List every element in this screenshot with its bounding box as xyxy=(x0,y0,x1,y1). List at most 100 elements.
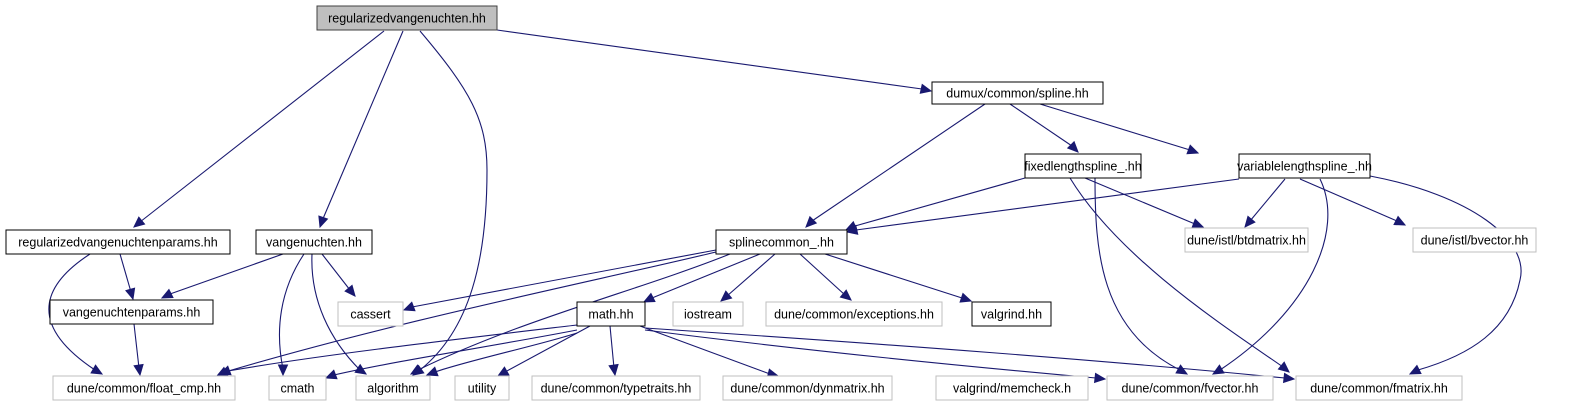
node-box xyxy=(1106,375,1274,401)
edge-regparams-to-floatcmp xyxy=(48,253,104,375)
edge-splinecommon-to-cassert xyxy=(402,249,717,312)
edge-regparams-to-vgparams xyxy=(119,253,136,301)
node-box xyxy=(576,301,646,327)
arrowhead-icon xyxy=(1393,215,1407,226)
edge-line xyxy=(824,253,963,299)
node-box xyxy=(1184,227,1309,253)
node-valgrind[interactable]: valgrind.hh xyxy=(971,301,1052,327)
node-box xyxy=(268,375,327,401)
edge-line xyxy=(333,329,578,376)
arrowhead-icon xyxy=(1211,364,1225,375)
edge-splinecommon-to-math xyxy=(642,253,761,303)
edge-root-to-spline xyxy=(496,29,933,94)
edge-line xyxy=(1249,178,1286,222)
node-dynmatrix: dune/common/dynmatrix.hh xyxy=(722,375,893,401)
edge-spline-to-fixed xyxy=(1009,103,1079,153)
edge-line xyxy=(321,30,404,222)
node-box xyxy=(1412,227,1537,253)
edge-vg-to-cassert xyxy=(321,253,356,297)
node-box xyxy=(355,375,431,401)
edges-layer xyxy=(48,29,1522,384)
edge-math-to-dynmatrix xyxy=(639,325,780,379)
nodes-layer: regularizedvangenuchten.hh dumux/common/s… xyxy=(5,5,1537,401)
node-label: valgrind.hh xyxy=(981,308,1042,322)
edge-splinecommon-to-iostream xyxy=(720,253,776,302)
node-box xyxy=(1295,375,1463,401)
node-variable[interactable]: variablelengthspline_.hh xyxy=(1237,153,1372,179)
arrowhead-icon xyxy=(125,287,136,301)
node-utility: utility xyxy=(454,375,510,401)
node-label: valgrind/memcheck.h xyxy=(953,382,1071,396)
node-label: dune/common/fvector.hh xyxy=(1122,382,1259,396)
edge-root-to-algorithm xyxy=(412,30,488,376)
node-fixed[interactable]: fixedlengthspline_.hh xyxy=(1024,153,1142,179)
edge-line xyxy=(496,29,923,90)
arrowhead-icon xyxy=(1277,361,1290,373)
node-regparams[interactable]: regularizedvangenuchtenparams.hh xyxy=(5,229,231,255)
edge-line xyxy=(48,253,96,371)
node-fvector: dune/common/fvector.hh xyxy=(1106,375,1274,401)
node-bvector: dune/istl/bvector.hh xyxy=(1412,227,1537,253)
edge-line xyxy=(799,253,846,296)
arrowhead-icon xyxy=(959,292,973,303)
arrowhead-icon xyxy=(608,363,619,377)
node-box xyxy=(337,301,404,327)
node-label: utility xyxy=(468,382,497,396)
node-label: cassert xyxy=(350,308,391,322)
node-spline[interactable]: dumux/common/spline.hh xyxy=(931,81,1104,105)
edge-math-to-floatcmp xyxy=(218,324,578,376)
edge-fixed-to-btdmatrix xyxy=(1084,177,1205,229)
edge-line xyxy=(1039,103,1191,151)
arrowhead-icon xyxy=(720,290,733,302)
edge-line xyxy=(1219,178,1329,371)
node-label: dune/common/fmatrix.hh xyxy=(1310,382,1448,396)
node-box xyxy=(531,375,701,401)
edge-line xyxy=(411,249,717,308)
edge-spline-to-splinecommon xyxy=(805,103,986,228)
edge-line xyxy=(1009,103,1073,147)
node-vgparams[interactable]: vangenuchtenparams.hh xyxy=(49,299,214,325)
edge-line xyxy=(644,327,1286,379)
edge-line xyxy=(1069,177,1284,368)
node-vg[interactable]: vangenuchten.hh xyxy=(255,229,373,255)
node-root[interactable]: regularizedvangenuchten.hh xyxy=(316,5,498,31)
edge-variable-to-fvector xyxy=(1211,178,1329,375)
node-box xyxy=(722,375,893,401)
arrowhead-icon xyxy=(324,369,338,380)
edge-line xyxy=(419,30,488,371)
arrowhead-icon xyxy=(1244,215,1256,228)
node-box xyxy=(931,81,1104,105)
edge-fixed-to-fvector xyxy=(1094,177,1189,375)
arrowhead-icon xyxy=(425,366,439,377)
edge-fixed-to-fmatrix xyxy=(1069,177,1290,373)
arrowhead-icon xyxy=(805,215,818,228)
edge-line xyxy=(434,332,578,373)
arrowhead-icon xyxy=(1191,218,1205,229)
node-box xyxy=(1238,153,1371,179)
arrowhead-icon xyxy=(133,363,144,377)
edge-line xyxy=(227,324,578,372)
edge-fixed-to-splinecommon xyxy=(844,177,1026,231)
node-box xyxy=(454,375,510,401)
node-box xyxy=(715,229,848,255)
edge-line xyxy=(854,177,1026,227)
arrowhead-icon xyxy=(1066,140,1079,153)
node-splinecommon[interactable]: splinecommon_.hh xyxy=(715,229,848,255)
arrowhead-icon xyxy=(1186,144,1200,155)
arrowhead-icon xyxy=(1282,372,1296,384)
node-typetraits: dune/common/typetraits.hh xyxy=(531,375,701,401)
node-box xyxy=(672,301,744,327)
edge-line xyxy=(1369,175,1522,371)
node-label: cmath xyxy=(280,382,314,396)
edge-splinecommon-to-valgrind xyxy=(824,253,973,303)
edge-line xyxy=(119,253,132,293)
arrowhead-icon xyxy=(839,289,852,301)
node-box xyxy=(935,375,1089,401)
node-label: iostream xyxy=(684,308,732,322)
node-math[interactable]: math.hh xyxy=(576,301,646,327)
arrowhead-icon xyxy=(409,364,423,375)
node-box xyxy=(765,301,943,327)
edge-math-to-algorithm xyxy=(425,332,578,377)
edge-math-to-typetraits xyxy=(608,325,619,377)
node-label: dune/common/typetraits.hh xyxy=(541,382,692,396)
